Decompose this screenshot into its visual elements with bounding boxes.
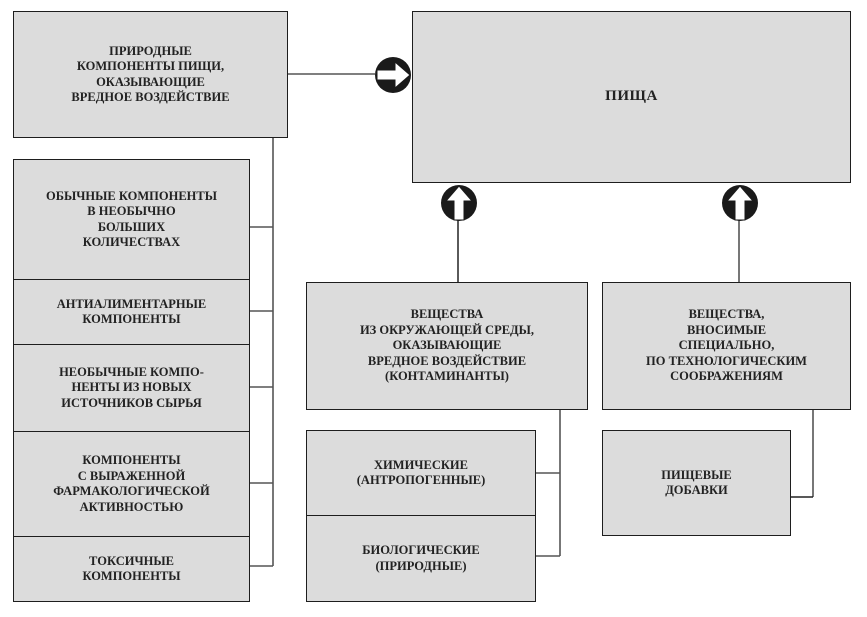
natural-harmful-components-label: ПРИРОДНЫЕ КОМПОНЕНТЫ ПИЩИ, ОКАЗЫВАЮЩИЕ В… [71,43,230,105]
contaminants-label: ВЕЩЕСТВА ИЗ ОКРУЖАЮЩЕЙ СРЕДЫ, ОКАЗЫВАЮЩИ… [359,307,535,384]
natural-component-label: ОБЫЧНЫЕ КОМПОНЕНТЫ В НЕОБЫЧНО БОЛЬШИХ КО… [45,188,217,250]
contaminant-type-item: ХИМИЧЕСКИЕ (АНТРОПОГЕННЫЕ) [306,430,536,516]
arrow-up-icon [441,185,477,221]
food-box: ПИЩА [412,11,851,183]
natural-component-label: КОМПОНЕНТЫ С ВЫРАЖЕННОЙ ФАРМАКОЛОГИЧЕСКО… [53,453,210,514]
food-additives-box: ПИЩЕВЫЕ ДОБАВКИ [602,430,791,536]
food-title: ПИЩА [605,88,658,105]
technological-substances-box: ВЕЩЕСТВА, ВНОСИМЫЕ СПЕЦИАЛЬНО, ПО ТЕХНОЛ… [602,282,851,410]
natural-component-item: НЕОБЫЧНЫЕ КОМПО- НЕНТЫ ИЗ НОВЫХ ИСТОЧНИК… [13,344,250,432]
natural-component-label: АНТИАЛИМЕНТАРНЫЕ КОМПОНЕНТЫ [56,296,207,327]
natural-harmful-components-box: ПРИРОДНЫЕ КОМПОНЕНТЫ ПИЩИ, ОКАЗЫВАЮЩИЕ В… [13,11,288,138]
natural-component-label: ТОКСИЧНЫЕ КОМПОНЕНТЫ [82,553,181,584]
arrow-right-icon [375,57,411,93]
technological-substances-label: ВЕЩЕСТВА, ВНОСИМЫЕ СПЕЦИАЛЬНО, ПО ТЕХНОЛ… [646,307,807,384]
natural-component-item: КОМПОНЕНТЫ С ВЫРАЖЕННОЙ ФАРМАКОЛОГИЧЕСКО… [13,431,250,537]
arrow-up-icon [722,185,758,221]
contaminants-box: ВЕЩЕСТВА ИЗ ОКРУЖАЮЩЕЙ СРЕДЫ, ОКАЗЫВАЮЩИ… [306,282,588,410]
food-additives-label: ПИЩЕВЫЕ ДОБАВКИ [661,467,732,498]
contaminant-type-label: БИОЛОГИЧЕСКИЕ (ПРИРОДНЫЕ) [362,543,480,573]
contaminant-type-item: БИОЛОГИЧЕСКИЕ (ПРИРОДНЫЕ) [306,515,536,602]
natural-component-label: НЕОБЫЧНЫЕ КОМПО- НЕНТЫ ИЗ НОВЫХ ИСТОЧНИК… [59,364,204,410]
natural-component-item: ОБЫЧНЫЕ КОМПОНЕНТЫ В НЕОБЫЧНО БОЛЬШИХ КО… [13,159,250,280]
contaminant-type-label: ХИМИЧЕСКИЕ (АНТРОПОГЕННЫЕ) [356,457,486,488]
natural-component-item: АНТИАЛИМЕНТАРНЫЕ КОМПОНЕНТЫ [13,279,250,345]
natural-component-item: ТОКСИЧНЫЕ КОМПОНЕНТЫ [13,536,250,602]
